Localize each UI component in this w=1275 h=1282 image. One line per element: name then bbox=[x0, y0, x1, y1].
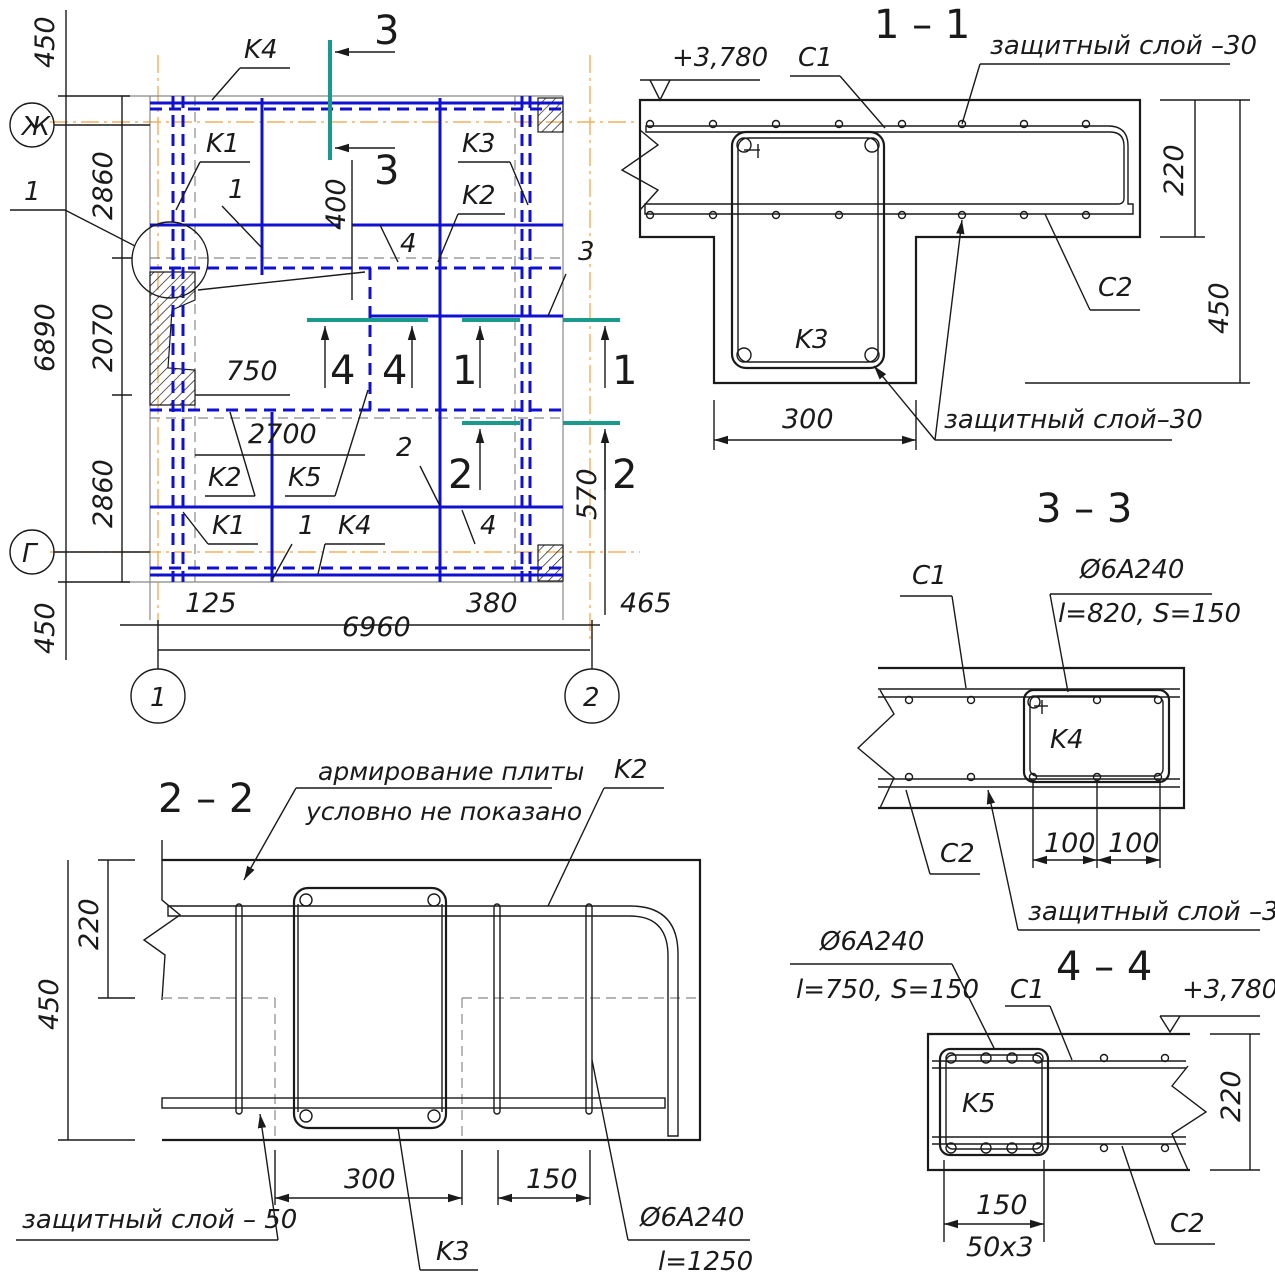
section-3-3: 3 – 3 Ø6A240 l=820, S=150 C1 K4 100 100 … bbox=[856, 486, 1275, 931]
c1-label: C1 bbox=[798, 43, 833, 73]
mesh-mark: 3 bbox=[578, 237, 595, 267]
dim-text: 570 bbox=[572, 468, 603, 520]
bar-params: l=750, S=150 bbox=[796, 975, 979, 1005]
dim-text: 6890 bbox=[30, 303, 61, 372]
dim-text: 100 bbox=[1108, 828, 1160, 859]
dim-text: 150 bbox=[976, 1190, 1028, 1221]
dim-text: 150 bbox=[526, 1164, 578, 1195]
section-mark: 3 bbox=[374, 148, 399, 194]
dim-text: 450 bbox=[34, 978, 65, 1030]
note-text: армирование плиты bbox=[318, 757, 584, 786]
section-title: 3 – 3 bbox=[1036, 486, 1132, 532]
cover-label: защитный слой –30 bbox=[1028, 897, 1275, 927]
axis-label-1: 1 bbox=[150, 683, 167, 713]
section-mark: 2 bbox=[612, 452, 637, 498]
frame-label: K5 bbox=[962, 1089, 996, 1119]
dim-text: 220 bbox=[1216, 1070, 1247, 1122]
dim-text: 125 bbox=[185, 588, 237, 619]
c2-label: C2 bbox=[1170, 1209, 1205, 1239]
section-mark: 3 bbox=[374, 8, 399, 54]
frame-label: K2 bbox=[462, 181, 496, 211]
dim-text: 750 bbox=[226, 356, 278, 387]
frame-label: K5 bbox=[288, 463, 322, 493]
stirrup bbox=[730, 130, 886, 370]
section-1-1: 1 – 1 +3,780 C1 защитный слой –30 K3 C2 bbox=[620, 2, 1257, 450]
frame-label: K4 bbox=[338, 511, 372, 541]
frame-label: K3 bbox=[462, 129, 496, 159]
section-2-2: 2 – 2 армирование плиты условно не показ… bbox=[16, 755, 753, 1277]
section-4-4: 4 – 4 Ø6A240 l=750, S=150 C1 +3,780 K5 2… bbox=[790, 927, 1275, 1263]
mesh-mark: 4 bbox=[400, 229, 417, 259]
frame-label: K4 bbox=[244, 35, 278, 65]
section-mark: 2 bbox=[448, 452, 473, 498]
bar-params: l=820, S=150 bbox=[1058, 599, 1241, 629]
floor-plan: 3 3 4 4 1 1 2 2 1 Ж Г 1 2 450 2860 68 bbox=[9, 8, 672, 724]
frame-label: K2 bbox=[614, 755, 648, 785]
c2-label: C2 bbox=[940, 839, 975, 869]
axis-label-2: 2 bbox=[583, 683, 600, 713]
slab-outline bbox=[878, 666, 1186, 810]
section-title: 2 – 2 bbox=[158, 776, 254, 822]
frame-label: K3 bbox=[795, 325, 829, 355]
stirrup bbox=[938, 1047, 1050, 1157]
axis-label-g: Г bbox=[22, 539, 39, 569]
c1-label: C1 bbox=[912, 561, 947, 591]
section-title: 1 – 1 bbox=[874, 2, 970, 48]
cover-label: защитный слой – 50 bbox=[22, 1205, 297, 1235]
cover-label: защитный слой –30 bbox=[990, 31, 1257, 61]
frame-label: K1 bbox=[206, 129, 240, 159]
section-mark: 4 bbox=[382, 348, 407, 394]
dim-text: 2700 bbox=[248, 419, 317, 450]
dim-text: 300 bbox=[344, 1164, 396, 1195]
mesh-mark: 4 bbox=[480, 511, 497, 541]
bar-length: l=1250 bbox=[658, 1247, 753, 1277]
mesh-mark: 2 bbox=[396, 433, 413, 463]
dim-text: 2860 bbox=[88, 151, 119, 220]
dim-text: 2860 bbox=[88, 459, 119, 528]
frame-label: K2 bbox=[208, 463, 242, 493]
dim-text: 2070 bbox=[88, 303, 119, 372]
dim-text: 400 bbox=[321, 178, 352, 230]
slab-bars bbox=[904, 695, 1163, 782]
detail-callout bbox=[131, 221, 209, 299]
frame-label: K4 bbox=[1050, 725, 1084, 755]
section-title: 4 – 4 bbox=[1056, 944, 1152, 990]
dim-text: 220 bbox=[74, 898, 105, 950]
frame-label: K3 bbox=[436, 1237, 470, 1267]
dim-text: 220 bbox=[1159, 144, 1190, 196]
c1-label: C1 bbox=[1010, 975, 1045, 1005]
beam-outline bbox=[638, 98, 1142, 385]
k3-frame bbox=[292, 886, 448, 1130]
axis-label-zh: Ж bbox=[20, 112, 51, 142]
dim-text: 450 bbox=[30, 602, 61, 654]
dim-text: 100 bbox=[1044, 828, 1096, 859]
mesh-mark: 1 bbox=[298, 511, 315, 541]
slab-bars bbox=[645, 119, 1091, 220]
level-mark: +3,780 bbox=[1182, 975, 1275, 1005]
level-mark: +3,780 bbox=[672, 43, 768, 73]
slab-bars bbox=[1099, 1053, 1170, 1153]
section-mark: 1 bbox=[452, 348, 477, 394]
dim-text: 465 bbox=[620, 588, 672, 619]
dim-text: 50x3 bbox=[966, 1232, 1034, 1263]
dim-text: 450 bbox=[1204, 282, 1235, 334]
bar-spec: Ø6A240 bbox=[1079, 555, 1184, 585]
c2-label: C2 bbox=[1098, 273, 1133, 303]
section-mark: 4 bbox=[330, 348, 355, 394]
dim-text: 380 bbox=[466, 588, 518, 619]
bar-spec: Ø6A240 bbox=[639, 1203, 744, 1233]
beam-outline bbox=[926, 1032, 1190, 1172]
section-mark: 1 bbox=[612, 348, 637, 394]
bar-spec: Ø6A240 bbox=[819, 927, 924, 957]
mesh-mark: 1 bbox=[228, 175, 245, 205]
dim-text: 450 bbox=[30, 16, 61, 68]
dim-text: 6960 bbox=[342, 612, 411, 643]
frame-label: K1 bbox=[212, 511, 246, 541]
beam-outline bbox=[162, 858, 702, 1142]
note-text: условно не показано bbox=[305, 797, 582, 826]
dim-text: 300 bbox=[782, 404, 834, 435]
cover-label: защитный слой–30 bbox=[944, 405, 1203, 435]
detail-mark: 1 bbox=[24, 177, 41, 207]
